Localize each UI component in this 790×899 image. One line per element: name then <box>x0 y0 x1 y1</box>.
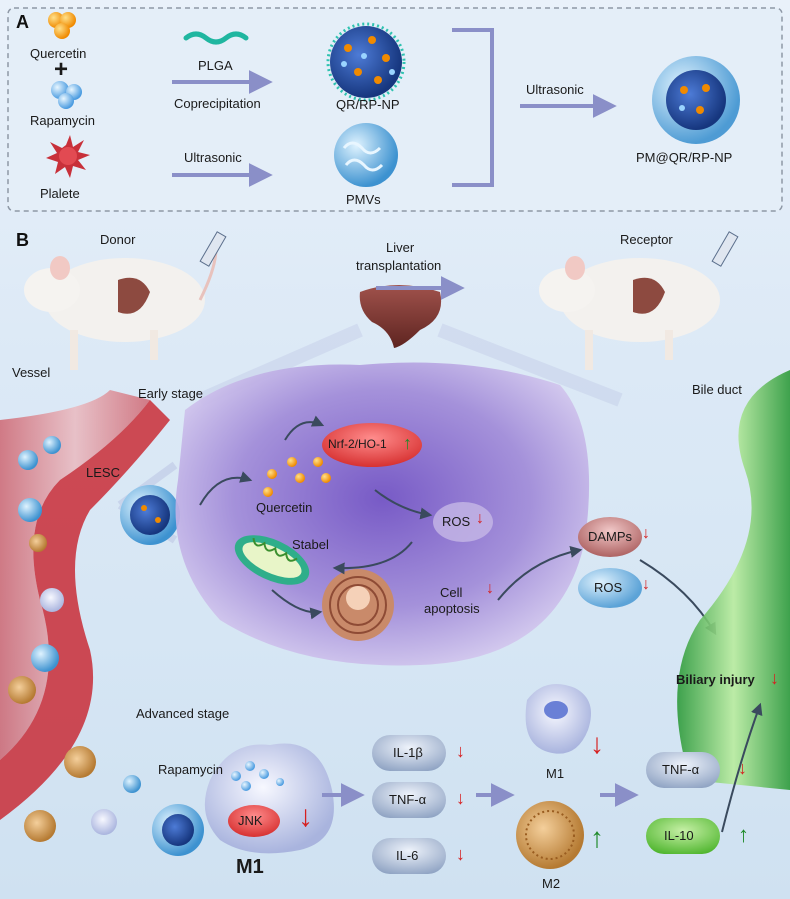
plga-polymer-icon <box>183 31 249 45</box>
quercetin-molecule-icon <box>48 12 76 39</box>
ros-out-pill <box>578 568 642 608</box>
hepatocyte-cell <box>175 362 590 666</box>
coprecipitation-label: Coprecipitation <box>174 96 261 111</box>
il10-pill <box>646 818 720 854</box>
nrf2-up-arrow: ↑ <box>403 433 412 453</box>
combine-bracket <box>452 28 494 187</box>
to-biliary-arrow-2 <box>721 702 763 833</box>
plga-label: PLGA <box>198 58 233 73</box>
cell-arrow <box>284 415 325 441</box>
jnk-pill <box>228 805 280 837</box>
cell-arrow <box>199 471 253 506</box>
pm-qr-rp-nanoparticle-icon <box>652 56 740 144</box>
lesc-label: LESC <box>86 465 120 480</box>
quercetin-label: Quercetin <box>30 46 87 61</box>
m1-small-down-arrow: ↓ <box>590 728 604 759</box>
quercetin-cell-label: Quercetin <box>256 500 313 515</box>
damps-down-arrow: ↓ <box>642 525 650 542</box>
m2-label: M2 <box>542 876 561 891</box>
ros-cell-label: ROS <box>442 514 471 529</box>
tnfa-label-2: TNF-α <box>662 762 700 777</box>
advanced-stage-label: Advanced stage <box>136 706 230 721</box>
rapamycin-label: Rapamycin <box>30 113 96 128</box>
m2-up-arrow: ↑ <box>590 822 604 853</box>
donor-label: Donor <box>100 232 136 247</box>
m1-small-cell <box>525 684 592 754</box>
il6-label: IL-6 <box>396 848 419 863</box>
rapamycin-droplets <box>231 761 284 791</box>
cell-apoptosis-label-1: Cell <box>440 585 463 600</box>
donor-mouse-illustration <box>24 231 227 370</box>
quercetin-molecules-in-cell <box>263 457 331 497</box>
plus-sign: + <box>54 56 69 83</box>
bile-duct-illustration <box>677 370 790 790</box>
liver-transplantation-label-2: transplantation <box>356 258 442 273</box>
m1-small-label: M1 <box>546 766 565 781</box>
pmv-vesicle-icon <box>334 123 398 187</box>
bile-duct-label: Bile duct <box>692 382 742 397</box>
cell-arrow <box>497 546 583 601</box>
jnk-down-arrow: ↓ <box>298 800 313 833</box>
tnfa-label-1: TNF-α <box>389 792 427 807</box>
vessel-nanoparticles <box>8 436 64 704</box>
lesc-nanoparticle-icon <box>120 485 180 545</box>
platelet-icon <box>46 135 90 178</box>
il10-label: IL-10 <box>664 828 694 843</box>
plalete-label: Plalete <box>40 186 80 201</box>
m1-main-label: M1 <box>236 856 264 878</box>
panel-b-label: B <box>16 230 29 250</box>
cell-arrow <box>332 541 413 575</box>
m1-macrophage <box>204 743 334 854</box>
advanced-stage-cells <box>24 746 204 856</box>
ros-cell-pill <box>433 502 493 542</box>
il6-pill <box>372 838 446 874</box>
cell-arrow <box>374 489 433 520</box>
damps-label: DAMPs <box>588 529 633 544</box>
rapamycin-b-label: Rapamycin <box>158 762 224 777</box>
il1b-label: IL-1β <box>393 745 423 760</box>
panel-a-label: A <box>16 12 29 32</box>
ultrasonic-label-2: Ultrasonic <box>526 82 584 97</box>
il1b-pill <box>372 735 446 771</box>
nucleus-er-icon <box>322 569 394 641</box>
panel-a-frame <box>7 7 783 212</box>
ros-cell-down-arrow: ↓ <box>476 510 484 527</box>
qr-rp-np-label: QR/RP-NP <box>336 97 400 112</box>
receptor-label: Receptor <box>620 232 673 247</box>
ros-out-down-arrow: ↓ <box>642 576 650 593</box>
ultrasonic-label-1: Ultrasonic <box>184 150 242 165</box>
cell-arrow <box>271 589 323 620</box>
jnk-label: JNK <box>238 813 263 828</box>
cell-apoptosis-label-2: apoptosis <box>424 601 480 616</box>
nrf2-label: Nrf-2/HO-1 <box>328 437 387 451</box>
tnfa-pill-1 <box>372 782 446 818</box>
damps-pill <box>578 517 642 557</box>
liver-illustration <box>359 285 442 348</box>
apoptosis-down-arrow: ↓ <box>486 580 494 597</box>
tnfa-pill-2 <box>646 752 720 788</box>
receptor-mouse-illustration <box>539 231 739 370</box>
tnfa-1-down-arrow: ↓ <box>456 788 465 808</box>
biliary-down-arrow: ↓ <box>770 668 779 688</box>
pm-qr-rp-np-label: PM@QR/RP-NP <box>636 150 733 165</box>
il6-down-arrow: ↓ <box>456 844 465 864</box>
nrf2-pill <box>322 423 422 467</box>
stabel-label: Stabel <box>292 537 329 552</box>
il10-up-arrow: ↑ <box>738 822 749 847</box>
qr-rp-nanoparticle-icon <box>326 22 406 102</box>
mitochondria-icon <box>234 535 310 585</box>
il1b-down-arrow: ↓ <box>456 741 465 761</box>
tnfa-2-down-arrow: ↓ <box>738 758 747 778</box>
liver-transplantation-label-1: Liver <box>386 240 415 255</box>
pmvs-label: PMVs <box>346 192 381 207</box>
rapamycin-molecule-icon <box>51 81 82 109</box>
early-stage-label: Early stage <box>138 386 204 401</box>
vessel-label: Vessel <box>12 365 51 380</box>
ros-out-label: ROS <box>594 580 623 595</box>
biliary-injury-label: Biliary injury <box>676 672 755 687</box>
